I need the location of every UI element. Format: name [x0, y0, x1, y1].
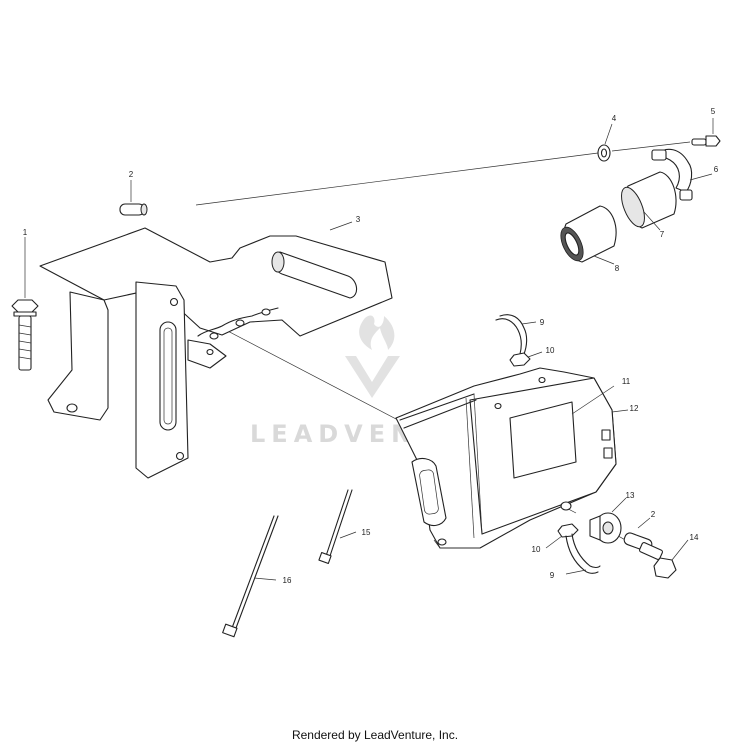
callout-6: 6	[714, 165, 719, 174]
callout-15: 15	[362, 528, 371, 537]
callout-3: 3	[356, 215, 361, 224]
callout-7: 7	[660, 230, 665, 239]
callout-12: 12	[630, 404, 639, 413]
nut-part-10-bottom	[545, 523, 579, 549]
bushing-part-13	[589, 497, 627, 544]
callout-11: 11	[622, 377, 631, 386]
callout-5: 5	[711, 107, 716, 116]
wire-part-9-bottom	[565, 533, 601, 575]
callout-13: 13	[626, 491, 635, 500]
callout-9-bottom: 9	[550, 571, 555, 580]
rendered-by-footer: Rendered by LeadVenture, Inc.	[291, 728, 459, 742]
callout-8: 8	[615, 264, 620, 273]
callout-14: 14	[690, 533, 699, 542]
callout-2-top: 2	[129, 170, 134, 179]
cable-tie-part-15	[318, 489, 357, 565]
callout-9-top: 9	[540, 318, 545, 327]
boot-part-8	[560, 205, 617, 265]
mounting-bracket-part-3	[39, 221, 393, 479]
clamp-part-6	[651, 148, 713, 201]
callout-2-bottom: 2	[651, 510, 656, 519]
cylinder-part-7	[621, 171, 677, 231]
callout-16: 16	[283, 576, 292, 585]
callouts: 1 2 3 4 5 6 7 8 9 10 11 12 13 2 14 10 9 …	[23, 107, 719, 585]
lock-washer-part-4	[597, 123, 613, 162]
bolt-part-14	[639, 539, 689, 579]
bolt-part-1	[11, 237, 39, 371]
nut-part-10-top	[509, 351, 543, 367]
screw-part-5	[691, 118, 721, 147]
callout-4: 4	[612, 114, 617, 123]
wire-part-9-top	[495, 314, 537, 355]
cable-tie-part-16	[222, 515, 279, 638]
callout-10-top: 10	[546, 346, 555, 355]
callout-1: 1	[23, 228, 28, 237]
callout-10-bottom: 10	[532, 545, 541, 554]
pin-part-2-top	[119, 180, 148, 216]
label-plate-part-11	[509, 385, 615, 479]
